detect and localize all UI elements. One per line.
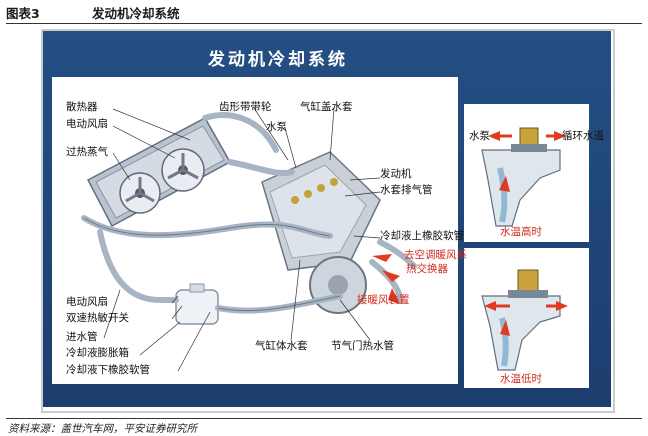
label-overheat-steam: 过热蒸气 <box>66 146 108 158</box>
header-rule <box>6 23 642 24</box>
label-radiator: 散热器 <box>66 101 98 113</box>
label-jacket-vent-pipe: 水套排气管 <box>380 184 433 196</box>
label-inlet-pipe: 进水管 <box>66 331 98 343</box>
figure-number: 图表3 <box>6 5 40 21</box>
flow-arrows <box>372 254 400 304</box>
label-side-loop: 循环水道 <box>562 130 604 142</box>
thermostat-low-drawing <box>481 269 568 371</box>
label-expansion-tank: 冷却液膨胀箱 <box>66 347 129 359</box>
label-upper-hose: 冷却液上橡胶软管 <box>380 230 464 242</box>
label-block-jacket: 气缸体水套 <box>255 340 308 352</box>
radiator-drawing <box>86 116 232 228</box>
label-to-heater-line1: 去空调暖风系 <box>404 249 467 261</box>
label-gear-belt-pulley: 齿形带带轮 <box>219 101 272 113</box>
label-temp-high: 水温高时 <box>500 226 542 238</box>
thermostat-high-drawing <box>481 127 566 227</box>
label-to-heater-line2: 热交换器 <box>406 263 448 275</box>
label-lower-hose: 冷却液下橡胶软管 <box>66 364 150 376</box>
footer-rule <box>6 418 642 419</box>
label-electric-fan-2: 电动风扇 <box>66 296 108 308</box>
leader-lines <box>103 107 381 372</box>
label-water-pump: 水泵 <box>266 121 287 133</box>
label-engine: 发动机 <box>380 168 412 180</box>
label-throttle-hot-water-pipe: 节气门热水管 <box>331 340 394 352</box>
label-temp-low: 水温低时 <box>500 373 542 385</box>
label-dual-speed-switch: 双速热敏开关 <box>66 312 129 324</box>
diagram-title: 发动机冷却系统 <box>208 50 348 70</box>
label-electric-fan: 电动风扇 <box>66 118 108 130</box>
label-heater-connection: 接暖风装置 <box>357 294 410 306</box>
figure-header: 图表3 发动机冷却系统 <box>6 2 642 22</box>
expansion-tank-drawing <box>175 283 219 325</box>
figure-title: 发动机冷却系统 <box>92 5 180 21</box>
source-note: 资料来源：盖世汽车网，平安证券研究所 <box>8 423 197 435</box>
label-side-water-pump: 水泵 <box>469 130 490 142</box>
engine-drawing <box>261 151 381 314</box>
label-cylinder-head-jacket: 气缸盖水套 <box>300 101 353 113</box>
